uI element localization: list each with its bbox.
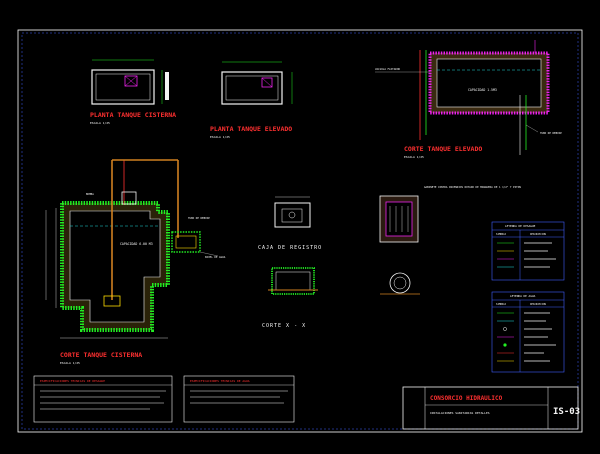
planta-elevado-title: PLANTA TANQUE ELEVADO [210,125,292,133]
inner-border [21,32,579,430]
nota-registro: GABINETE CONTRA INCENDIOS DOTADO DE MANG… [424,185,521,189]
especificaciones-desague: ESPECIFICACIONES TECNICAS DE DESAGUE [33,375,173,423]
caja-de-registro: CAJA DE REGISTRO CORTE X - X [258,196,322,329]
corte-elevado-title: CORTE TANQUE ELEVADO [404,145,482,153]
planta-tanque-cisterna: PLANTA TANQUE CISTERNA ESCALA 1/25 [90,59,176,125]
rebose-label-cisterna: TUBO DE REBOSE [188,216,210,220]
title-block-subtitle: INSTALACIONES SANITARIAS DETALLES [430,411,490,415]
corte-cisterna-title: CORTE TANQUE CISTERNA [60,351,142,359]
leyenda-desague-col-descripcion: DESCRIPCION [530,233,546,236]
especificaciones-desague-title: ESPECIFICACIONES TECNICAS DE DESAGUE [40,379,105,383]
corte-tanque-cisterna: CAPACIDAD 6.00 M3 BOMBA NIVEL DE AGUA TU… [45,159,226,365]
leyenda-desague-title: LEYENDA DE DESAGUE [505,224,536,228]
planta-tanque-elevado: PLANTA TANQUE ELEVADO ESCALA 1/25 [210,61,292,139]
corte-tanque-elevado: CAPACIDAD 1.5M3 VALVULA FLOTADOR TUBO DE… [375,40,562,159]
title-block: CONSORCIO HIDRAULICO INSTALACIONES SANIT… [402,386,580,430]
leyenda-agua: LEYENDA DE AGUA SIMBOLO DESCRIPCION [491,291,565,373]
sheet-code: IS-03 [553,407,580,417]
especificaciones-agua-title: ESPECIFICACIONES TECNICAS DE AGUA [190,379,250,383]
escala-label: ESCALA 1/25 [210,135,230,139]
detalle-gabinete: GABINETE CONTRA INCENDIOS DOTADO DE MANG… [379,185,521,295]
capacidad-elevado-label: CAPACIDAD 1.5M3 [468,88,497,92]
leyenda-agua-col-descripcion: DESCRIPCION [530,303,546,306]
bomba-label: BOMBA [86,192,94,196]
escala-label: ESCALA 1/25 [90,121,110,125]
corte-xx-title: CORTE X - X [262,323,306,329]
planta-cisterna-title: PLANTA TANQUE CISTERNA [90,111,176,119]
capacidad-cisterna-label: CAPACIDAD 6.00 M3 [120,242,153,246]
leyenda-desague: LEYENDA DE DESAGUE SIMBOLO DESCRIPCION [491,221,565,281]
rebose-label-elevado: TUBO DE REBOSE [540,131,562,135]
outer-border [17,29,583,433]
leyenda-agua-col-simbolo: SIMBOLO [496,303,507,306]
escala-label: ESCALA 1/25 [60,361,80,365]
title-block-name: CONSORCIO HIDRAULICO [430,395,503,402]
leyenda-desague-col-simbolo: SIMBOLO [496,233,507,236]
caja-registro-title: CAJA DE REGISTRO [258,245,322,251]
leyenda-agua-title: LEYENDA DE AGUA [510,294,536,298]
especificaciones-agua: ESPECIFICACIONES TECNICAS DE AGUA [183,375,295,423]
nivel-agua-label: NIVEL DE AGUA [205,255,226,259]
valvula-label: VALVULA FLOTADOR [375,67,400,71]
escala-label: ESCALA 1/25 [404,155,424,159]
